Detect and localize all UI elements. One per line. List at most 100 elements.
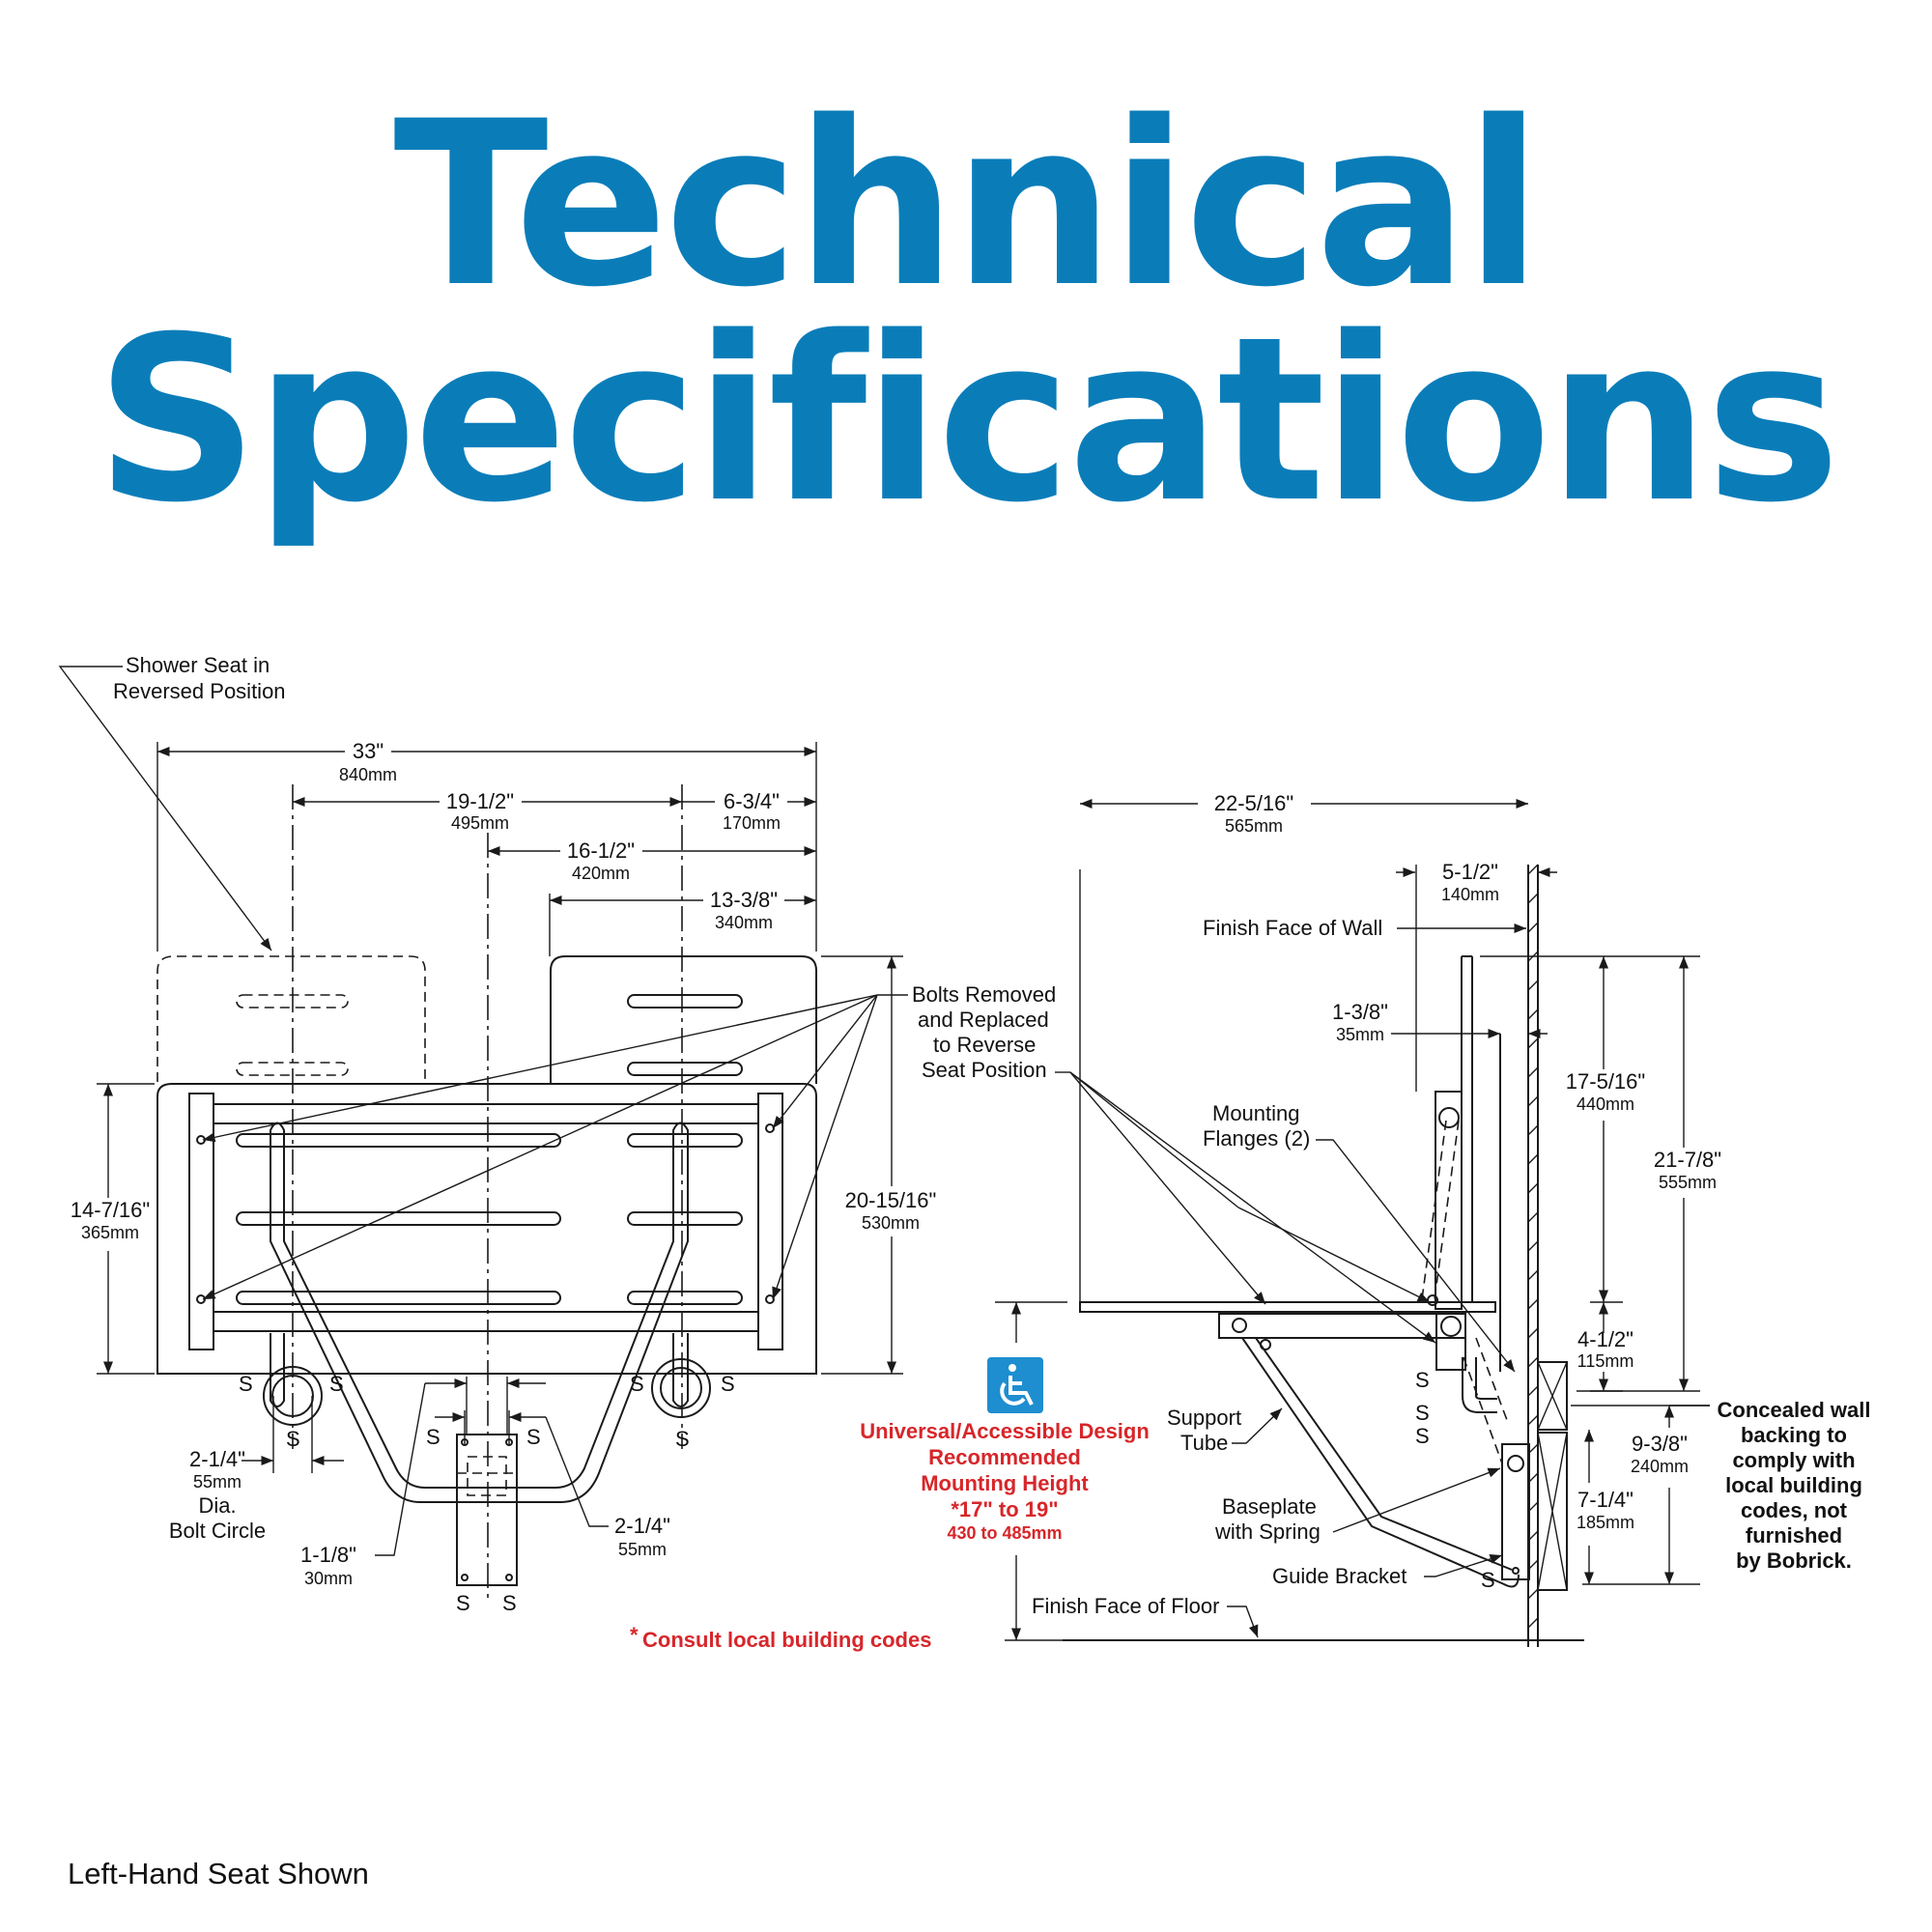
dim-seat-depth-in: 14-7/16" bbox=[71, 1198, 150, 1222]
backing-cross bbox=[1537, 1432, 1568, 1591]
wall-flange bbox=[271, 1375, 314, 1417]
bracket-hidden bbox=[467, 1456, 507, 1496]
tube-stub bbox=[270, 1333, 285, 1407]
flange-pivot bbox=[1440, 1316, 1462, 1337]
bolts-leaders-side bbox=[1055, 1071, 1436, 1344]
concealed-line-4: local building bbox=[1725, 1473, 1862, 1497]
screw-marks: S S S S S S S S S S bbox=[239, 1372, 735, 1615]
dim-bolt-span-in: 19-1/2" bbox=[446, 789, 514, 813]
upper-bracket-tube bbox=[1462, 1357, 1497, 1413]
hinge-pin bbox=[1232, 1318, 1247, 1333]
page-title-line-1: Technical bbox=[393, 73, 1542, 337]
left-rail bbox=[188, 1093, 214, 1350]
dim-flange-gap-mm: 115mm bbox=[1577, 1351, 1634, 1371]
bolts-leaders bbox=[202, 994, 908, 1300]
backing-lower bbox=[1537, 1432, 1568, 1591]
dim-overall-height-in: 20-15/16" bbox=[845, 1188, 937, 1212]
seat-outline bbox=[156, 1083, 817, 1375]
dim-flange-offset-in: 1-3/8" bbox=[1332, 1000, 1388, 1024]
dim-projection-in: 22-5/16" bbox=[1214, 791, 1293, 815]
dim-bracket-bolts-in: 2-1/4" bbox=[614, 1514, 670, 1538]
support-tube-label-1: Support bbox=[1167, 1406, 1241, 1430]
accessible-line-4: *17" to 19" bbox=[951, 1497, 1058, 1521]
dim-bolt-circle-mm: 55mm bbox=[193, 1472, 242, 1492]
wall-flange bbox=[263, 1366, 323, 1426]
dim-wall-clear-in: 5-1/2" bbox=[1442, 860, 1498, 884]
concealed-line-2: backing to bbox=[1741, 1423, 1847, 1447]
dim-back-width-mm: 340mm bbox=[715, 913, 773, 932]
dim-bracket-width-in: 1-1/8" bbox=[300, 1543, 356, 1567]
bracket-bolt bbox=[461, 1574, 469, 1581]
screw-mark: S bbox=[286, 1427, 300, 1451]
accessible-line-3: Mounting Height bbox=[921, 1471, 1089, 1495]
screw-mark: S bbox=[526, 1425, 541, 1449]
tube-stub bbox=[672, 1333, 689, 1407]
dim-projection-mm: 565mm bbox=[1225, 816, 1283, 836]
side-view: S S S S 22-5/16" 565mm 5-1/2" 140mm Fini… bbox=[995, 791, 1870, 1647]
flange-block bbox=[1435, 1311, 1466, 1371]
dim-overall-width-mm: 840mm bbox=[339, 765, 397, 784]
concealed-note: Concealed wall backing to comply with lo… bbox=[1718, 1398, 1871, 1573]
page-title-line-2: Specifications bbox=[95, 289, 1841, 553]
screw-mark: S bbox=[1415, 1401, 1430, 1425]
screw-mark: S bbox=[1415, 1368, 1430, 1392]
dim-seat-to-top-in: 17-5/16" bbox=[1566, 1069, 1645, 1094]
consult-asterisk: * bbox=[630, 1623, 639, 1647]
bolt-hole bbox=[765, 1294, 775, 1304]
folded-tube bbox=[1421, 1120, 1460, 1300]
backing-upper bbox=[1537, 1361, 1568, 1431]
baseplate-label-1: Baseplate bbox=[1222, 1494, 1317, 1519]
concealed-line-7: by Bobrick. bbox=[1736, 1548, 1852, 1573]
dim-overall-height-mm: 530mm bbox=[862, 1213, 920, 1233]
dim-center-offset-mm: 420mm bbox=[572, 864, 630, 883]
accessible-line-2: Recommended bbox=[928, 1445, 1081, 1469]
guide-bracket bbox=[1501, 1443, 1530, 1580]
accessible-line-1: Universal/Accessible Design bbox=[860, 1419, 1150, 1443]
guide-bracket-label: Guide Bracket bbox=[1272, 1564, 1406, 1588]
accessible-block: Universal/Accessible Design Recommended … bbox=[630, 1357, 1150, 1652]
screw-mark: S bbox=[456, 1591, 470, 1615]
dim-center-offset-in: 16-1/2" bbox=[567, 838, 635, 863]
footer-note: Left-Hand Seat Shown bbox=[68, 1857, 369, 1890]
support-tube-side bbox=[1241, 1337, 1520, 1588]
screw-mark: S bbox=[675, 1427, 690, 1451]
dim-seat-depth-mm: 365mm bbox=[81, 1223, 139, 1242]
seat-profile bbox=[1079, 1301, 1496, 1313]
dim-backing-height-in: 9-3/8" bbox=[1632, 1432, 1688, 1456]
concealed-line-6: furnished bbox=[1746, 1523, 1842, 1548]
bolts-label-1: Bolts Removed bbox=[912, 982, 1056, 1007]
dim-overall-height-side-mm: 555mm bbox=[1659, 1173, 1717, 1192]
dim-overall-width-in: 33" bbox=[353, 739, 384, 763]
seat-slots bbox=[236, 994, 743, 1305]
consult-note: Consult local building codes bbox=[642, 1628, 931, 1652]
reversed-leader bbox=[58, 666, 272, 952]
bolt-circle-label-1: Dia. bbox=[198, 1493, 236, 1518]
wheelchair-icon-glyph bbox=[1000, 1364, 1034, 1406]
baseplate-label-2: with Spring bbox=[1214, 1520, 1321, 1544]
bolts-label-4: Seat Position bbox=[922, 1058, 1047, 1082]
flanges-leader bbox=[1316, 1139, 1516, 1373]
support-tube bbox=[270, 1122, 689, 1503]
screw-mark: S bbox=[329, 1372, 344, 1396]
support-tube-leader bbox=[1232, 1407, 1283, 1444]
dim-back-width-in: 13-3/8" bbox=[710, 888, 778, 912]
bracket-width-leader bbox=[375, 1382, 426, 1556]
dim-overall-height-side-in: 21-7/8" bbox=[1654, 1148, 1721, 1172]
screw-mark: S bbox=[721, 1372, 735, 1396]
screw-mark: S bbox=[502, 1591, 517, 1615]
bolts-label-2: and Replaced bbox=[918, 1008, 1049, 1032]
reversed-label-2: Reversed Position bbox=[113, 679, 286, 703]
guide-bracket-pin bbox=[1512, 1567, 1520, 1575]
bolt-hole bbox=[196, 1294, 206, 1304]
bolt-hole bbox=[765, 1123, 775, 1133]
dim-bracket-width-mm: 30mm bbox=[304, 1569, 353, 1588]
dim-bolt-span-mm: 495mm bbox=[451, 813, 509, 833]
support-tube-label-2: Tube bbox=[1180, 1431, 1228, 1455]
dim-bolt-circle-in: 2-1/4" bbox=[189, 1447, 245, 1471]
baseplate-leader bbox=[1332, 1467, 1501, 1533]
finish-wall-label: Finish Face of Wall bbox=[1203, 916, 1382, 940]
front-view: Shower Seat in Reversed Position 33" 840… bbox=[58, 653, 1056, 1615]
reversed-label-1: Shower Seat in bbox=[126, 653, 270, 677]
screw-mark: S bbox=[1415, 1424, 1430, 1448]
dim-flange-offset-mm: 35mm bbox=[1336, 1025, 1384, 1044]
